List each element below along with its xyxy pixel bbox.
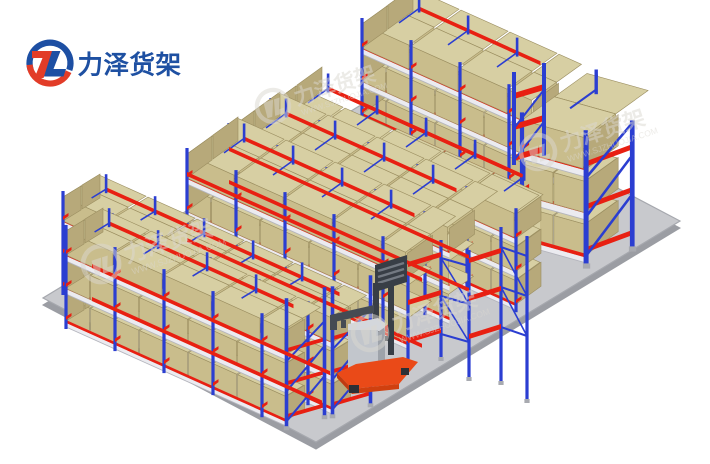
svg-text:力泽货架: 力泽货架 bbox=[78, 51, 182, 80]
